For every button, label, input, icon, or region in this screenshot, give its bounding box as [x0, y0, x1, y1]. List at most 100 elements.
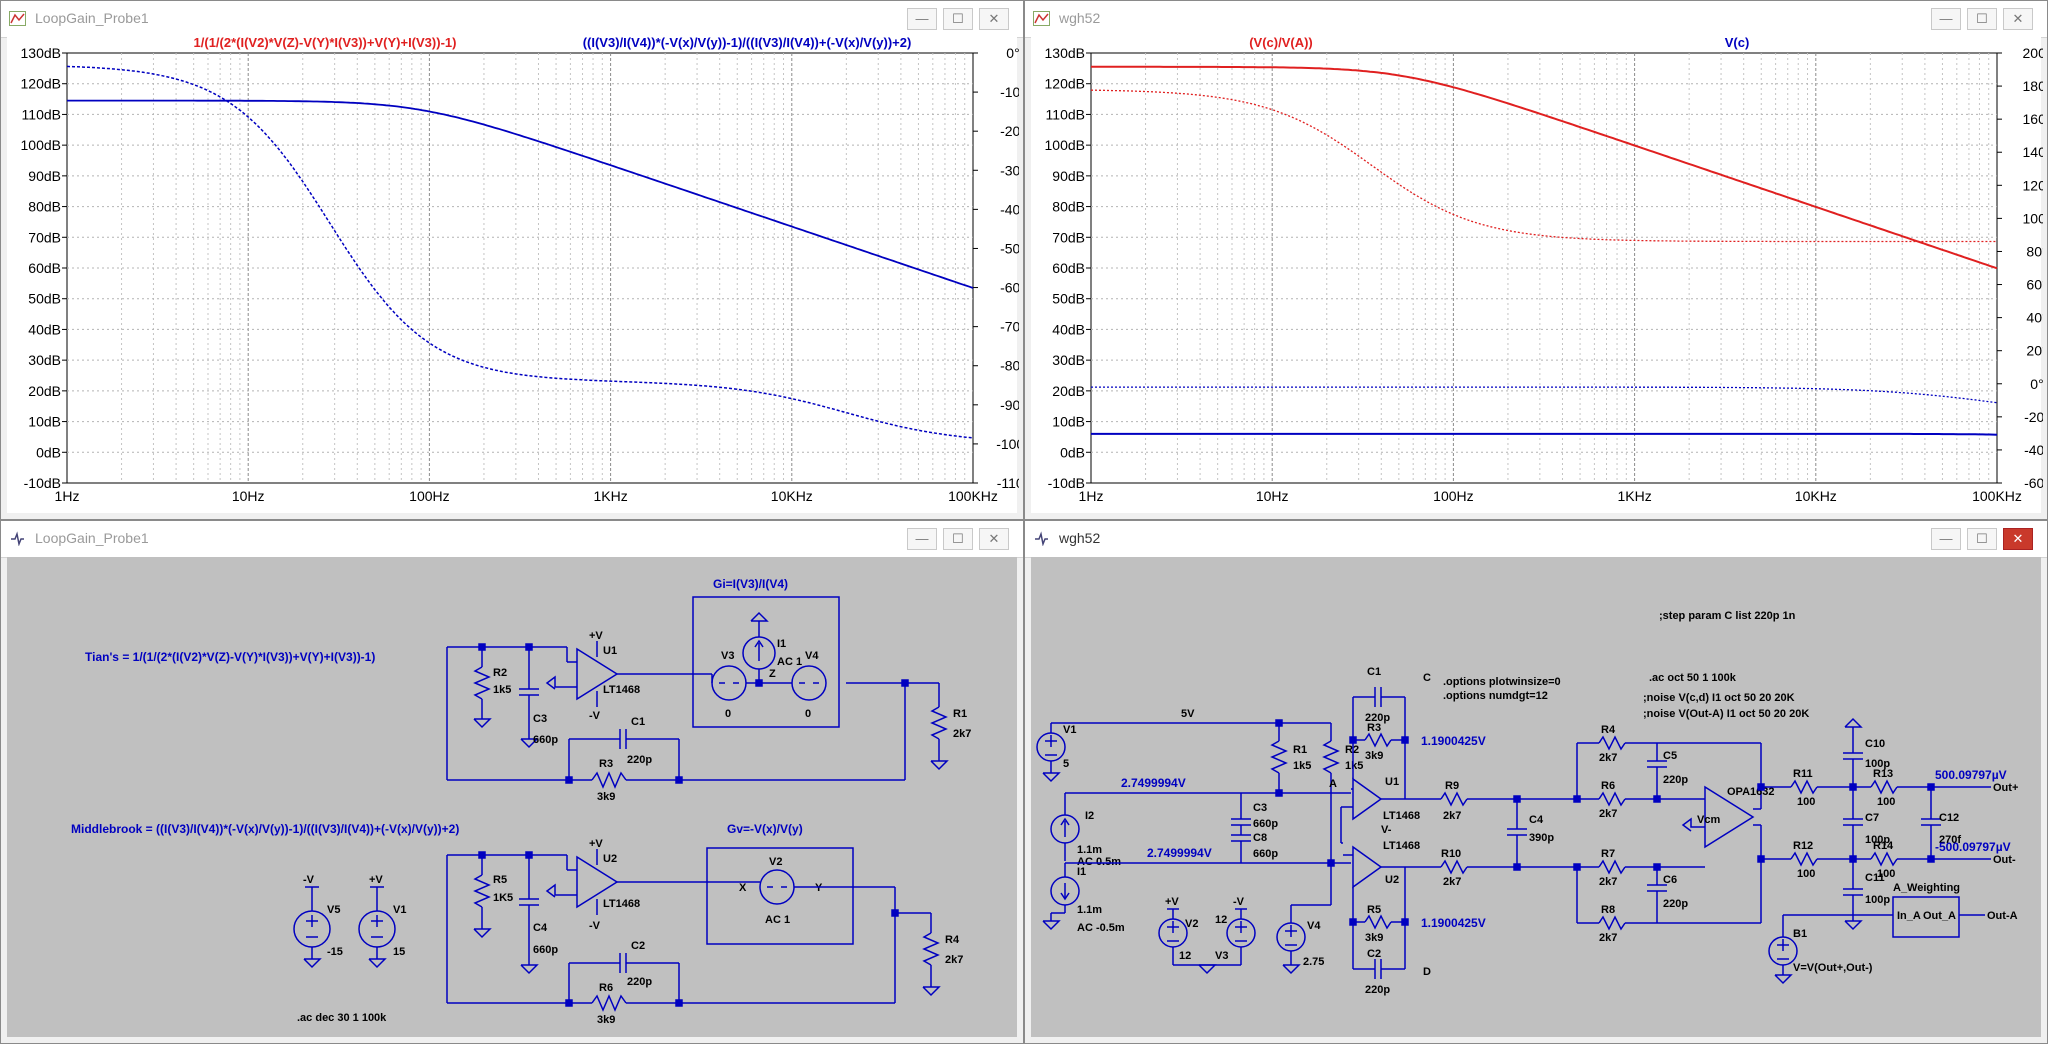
gv-probe-box[interactable] — [706, 847, 854, 945]
resistor-r1[interactable] — [930, 683, 949, 771]
options-plotwinsize[interactable]: .options plotwinsize=0 — [1443, 676, 1561, 688]
capacitor-c3[interactable] — [519, 647, 539, 749]
resistor-r12[interactable] — [1790, 851, 1853, 867]
plot-window-loopgain[interactable]: LoopGain_Probe1 — ☐ ✕ 1/(1/(2*(I(V2)*V(Z… — [0, 0, 1030, 520]
resistor-r5[interactable] — [473, 855, 492, 939]
minimize-button[interactable]: — — [1931, 8, 1961, 30]
minimize-button[interactable]: — — [907, 528, 937, 550]
resistor-r8[interactable] — [1577, 915, 1657, 931]
opamp-u1[interactable] — [1351, 777, 1405, 821]
capacitor-c12[interactable] — [1921, 787, 1941, 859]
voltage-source-v2[interactable] — [1158, 908, 1188, 965]
close-button[interactable]: ✕ — [979, 8, 1009, 30]
resistor-r5[interactable] — [1353, 914, 1405, 930]
voltage-source-v5[interactable] — [293, 886, 331, 969]
capacitor-c7[interactable] — [1843, 787, 1863, 859]
bode-plot-wgh52[interactable]: (V(c)/V(A)) V(c) 130dB120dB110dB100dB90d… — [1031, 35, 2048, 515]
capacitor-c3[interactable] — [1231, 793, 1251, 835]
plot-pane[interactable]: 1/(1/(2*(I(V2)*V(Z)-V(Y)*I(V3))+V(Y)+I(V… — [7, 35, 1030, 515]
resistor-r2[interactable] — [1322, 723, 1340, 863]
voltage-source-v1[interactable] — [1036, 723, 1066, 783]
gv-label[interactable]: Gv=-V(x)/V(y) — [727, 822, 803, 836]
schematic-canvas[interactable]: ;step param C list 220p 1n .options plot… — [1031, 557, 2041, 1037]
close-button[interactable]: ✕ — [2003, 528, 2033, 550]
title-bar[interactable]: wgh52 — ☐ ✕ — [1025, 1, 2047, 38]
trace-label-vc[interactable]: V(c) — [1725, 35, 1750, 50]
opamp-u2[interactable] — [1352, 845, 1405, 889]
middlebrook-equation[interactable]: Middlebrook = ((I(V3)/I(V4))*(-V(x)/V(y)… — [71, 822, 459, 836]
resistor-r6[interactable] — [1577, 791, 1657, 807]
trace-label-vc-va[interactable]: (V(c)/V(A)) — [1249, 35, 1313, 50]
voltage-source-v4[interactable] — [1276, 863, 1332, 975]
options-numdgt[interactable]: .options numdgt=12 — [1443, 690, 1548, 702]
maximize-button[interactable]: ☐ — [943, 8, 973, 30]
maximize-button[interactable]: ☐ — [1967, 528, 1997, 550]
resistor-r11[interactable] — [1790, 779, 1853, 795]
capacitor-c2[interactable] — [568, 953, 680, 1003]
schematic-canvas[interactable]: Tian's = 1/(1/(2*(I(V2)*V(Z)-V(Y)*I(V3))… — [7, 557, 1017, 1037]
capacitor-c1[interactable] — [1353, 687, 1405, 707]
schematic-drawing[interactable]: Tian's = 1/(1/(2*(I(V2)*V(Z)-V(Y)*I(V3))… — [7, 557, 1019, 1039]
schematic-window-loopgain[interactable]: LoopGain_Probe1 — ☐ ✕ Tian's = 1/(1/(2*(… — [0, 520, 1024, 1044]
minimize-button[interactable]: — — [1931, 528, 1961, 550]
v2-value: 12 — [1179, 950, 1191, 962]
resistor-r6[interactable] — [569, 994, 679, 1012]
axis-label-left: 60dB — [28, 260, 61, 276]
resistor-r4[interactable] — [922, 913, 941, 997]
minimize-button[interactable]: — — [907, 8, 937, 30]
ac-directive[interactable]: .ac oct 50 1 100k — [1649, 672, 1737, 684]
resistor-r2[interactable] — [473, 647, 492, 729]
title-bar[interactable]: LoopGain_Probe1 — ☐ ✕ — [1, 1, 1023, 38]
bode-plot-loopgain[interactable]: 1/(1/(2*(I(V2)*V(Z)-V(Y)*I(V3))+V(Y)+I(V… — [7, 35, 1030, 515]
current-source-i1[interactable] — [742, 611, 776, 683]
behavioral-source-b1[interactable] — [1768, 914, 1893, 985]
capacitor-c2[interactable] — [1353, 959, 1405, 979]
resistor-r4[interactable] — [1577, 735, 1657, 751]
capacitor-c8[interactable] — [1231, 834, 1251, 863]
noise-directive-1[interactable]: ;noise V(c,d) I1 oct 50 20 20K — [1643, 692, 1795, 704]
gi-label[interactable]: Gi=I(V3)/I(V4) — [713, 577, 788, 591]
voltage-source-v3[interactable] — [1226, 908, 1256, 965]
title-bar[interactable]: LoopGain_Probe1 — ☐ ✕ — [1, 521, 1023, 558]
capacitor-c4[interactable] — [1507, 799, 1527, 867]
gi-probe-box[interactable] — [692, 596, 840, 728]
resistor-r10[interactable] — [1405, 859, 1517, 875]
capacitor-c11[interactable] — [1843, 859, 1863, 931]
schematic-drawing[interactable]: ;step param C list 220p 1n .options plot… — [1031, 557, 2043, 1039]
current-source-i2[interactable] — [1050, 793, 1080, 861]
close-button[interactable]: ✕ — [979, 528, 1009, 550]
trace-label-tian[interactable]: 1/(1/(2*(I(V2)*V(Z)-V(Y)*I(V3))+V(Y)+I(V… — [194, 35, 457, 50]
maximize-button[interactable]: ☐ — [1967, 8, 1997, 30]
resistor-r1[interactable] — [1270, 723, 1288, 793]
voltage-source-v3[interactable] — [711, 665, 747, 701]
opamp-u1[interactable] — [567, 641, 619, 707]
opamp-opa1632[interactable] — [1704, 743, 1762, 923]
tian-equation[interactable]: Tian's = 1/(1/(2*(I(V2)*V(Z)-V(Y)*I(V3))… — [85, 650, 375, 664]
voltage-source-v1[interactable] — [358, 886, 396, 969]
ac-directive[interactable]: .ac dec 30 1 100k — [297, 1012, 387, 1024]
capacitor-c10[interactable] — [1843, 717, 1863, 787]
capacitor-c5[interactable] — [1647, 743, 1667, 799]
voltage-source-v4[interactable] — [791, 665, 827, 701]
close-button[interactable]: ✕ — [2003, 8, 2033, 30]
opamp-u2[interactable] — [567, 849, 619, 915]
voltage-source-v2[interactable] — [759, 869, 795, 905]
title-bar[interactable]: wgh52 — ☐ ✕ — [1025, 521, 2047, 558]
resistor-r3[interactable] — [569, 771, 679, 789]
a-weighting-block[interactable] — [1892, 896, 1960, 938]
capacitor-c4[interactable] — [519, 855, 539, 975]
resistor-r7[interactable] — [1577, 859, 1657, 875]
resistor-r13[interactable] — [1853, 779, 1931, 795]
noise-directive-2[interactable]: ;noise V(Out-A) I1 oct 50 20 20K — [1643, 708, 1809, 720]
trace-label-middlebrook[interactable]: ((I(V3)/I(V4))*(-V(x)/V(y))-1)/((I(V3)/I… — [583, 35, 912, 50]
resistor-r9[interactable] — [1405, 791, 1517, 807]
step-directive[interactable]: ;step param C list 220p 1n — [1659, 610, 1796, 622]
resistor-r3[interactable] — [1353, 732, 1405, 748]
schematic-window-wgh52[interactable]: wgh52 — ☐ ✕ ;step param C list 220p 1n .… — [1024, 520, 2048, 1044]
resistor-r14[interactable] — [1853, 851, 1931, 867]
capacitor-c1[interactable] — [568, 729, 680, 780]
maximize-button[interactable]: ☐ — [943, 528, 973, 550]
current-source-i1[interactable] — [1042, 863, 1080, 931]
